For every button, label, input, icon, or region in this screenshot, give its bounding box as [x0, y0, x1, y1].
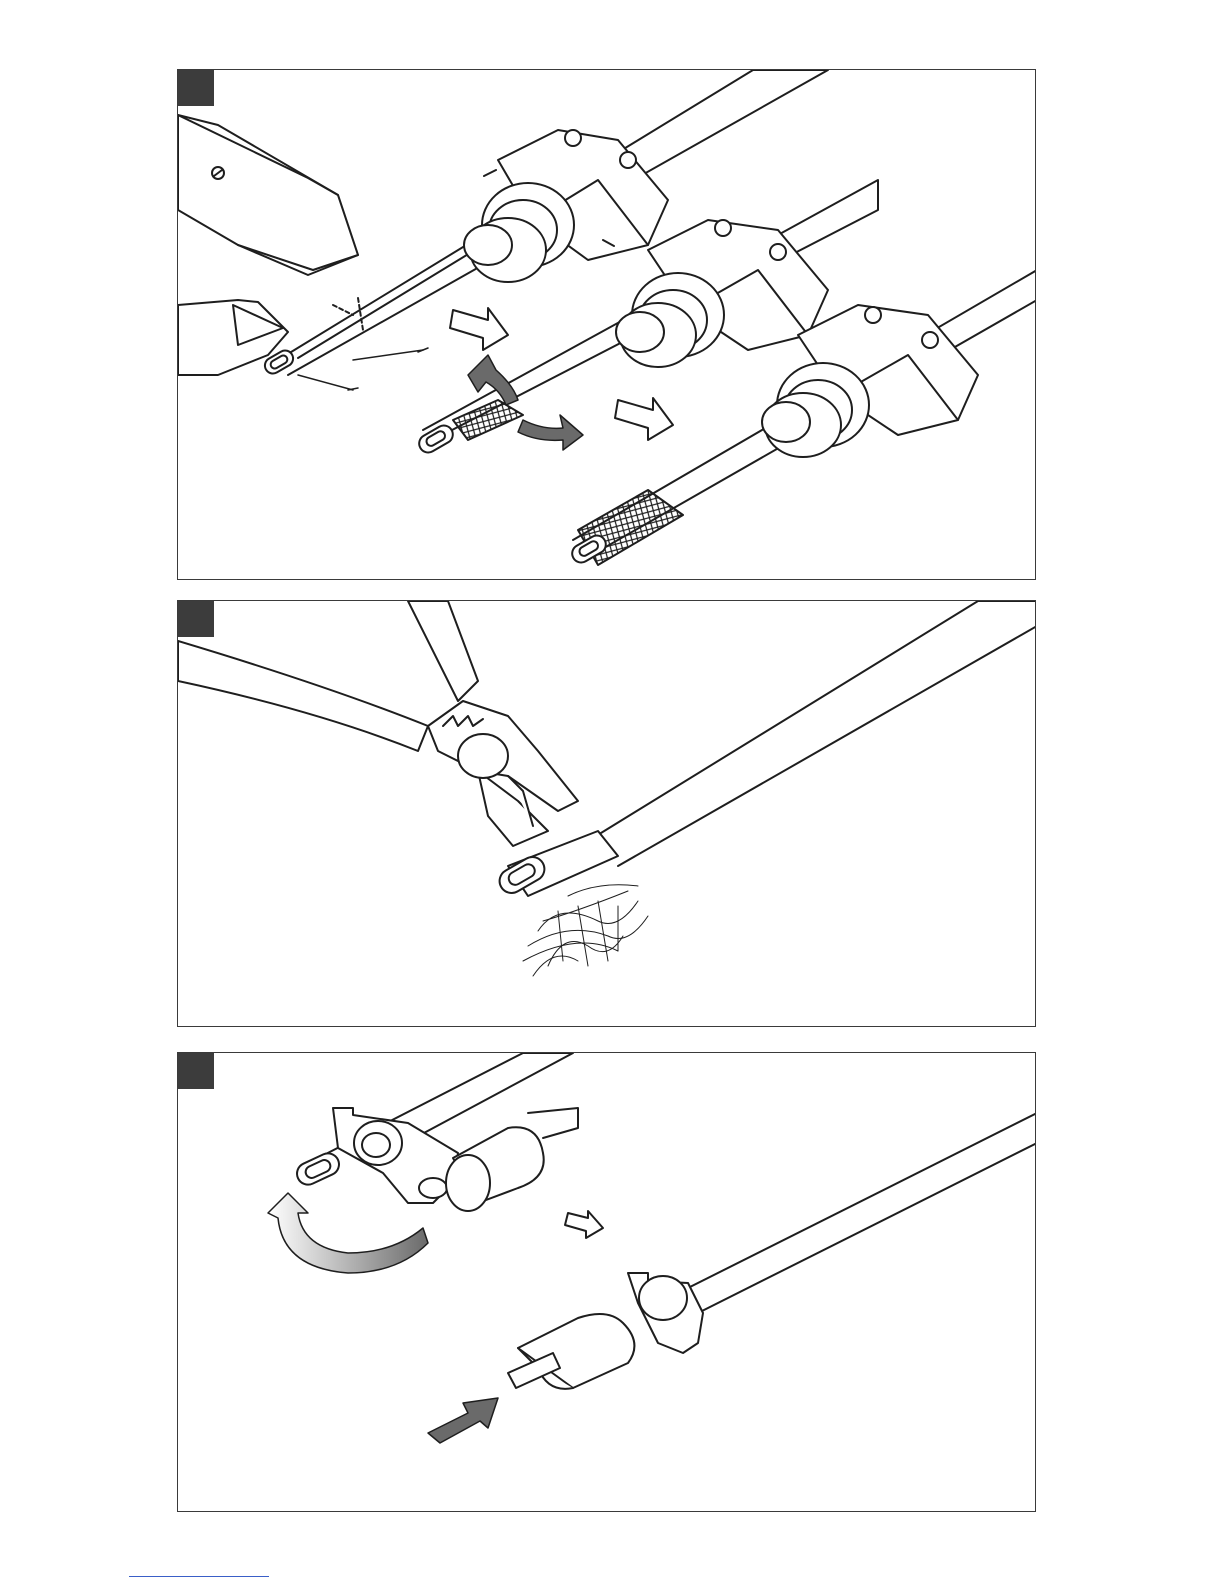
panel-cut-braid — [177, 600, 1036, 1027]
arrow-push — [428, 1398, 498, 1443]
arrow-small-right — [565, 1211, 603, 1238]
arrow-right-2 — [615, 398, 673, 440]
arrow-right-1 — [450, 308, 508, 350]
cable-lower — [658, 1113, 1036, 1313]
arrow-rotate-curved — [268, 1193, 428, 1273]
flat-cable — [495, 601, 1036, 897]
panel-strip-cable — [177, 69, 1036, 580]
cut-braid-strands — [523, 885, 648, 976]
illustration-cut-braid — [178, 601, 1036, 1027]
arrow-peel-down — [518, 415, 583, 450]
panel-fit-end-seal — [177, 1052, 1036, 1512]
end-cap-upper — [446, 1108, 578, 1211]
illustration-strip-cable — [178, 70, 1036, 580]
cutting-pliers — [178, 601, 578, 846]
illustration-fit-end-seal — [178, 1053, 1036, 1512]
footer-rule — [129, 1576, 269, 1577]
